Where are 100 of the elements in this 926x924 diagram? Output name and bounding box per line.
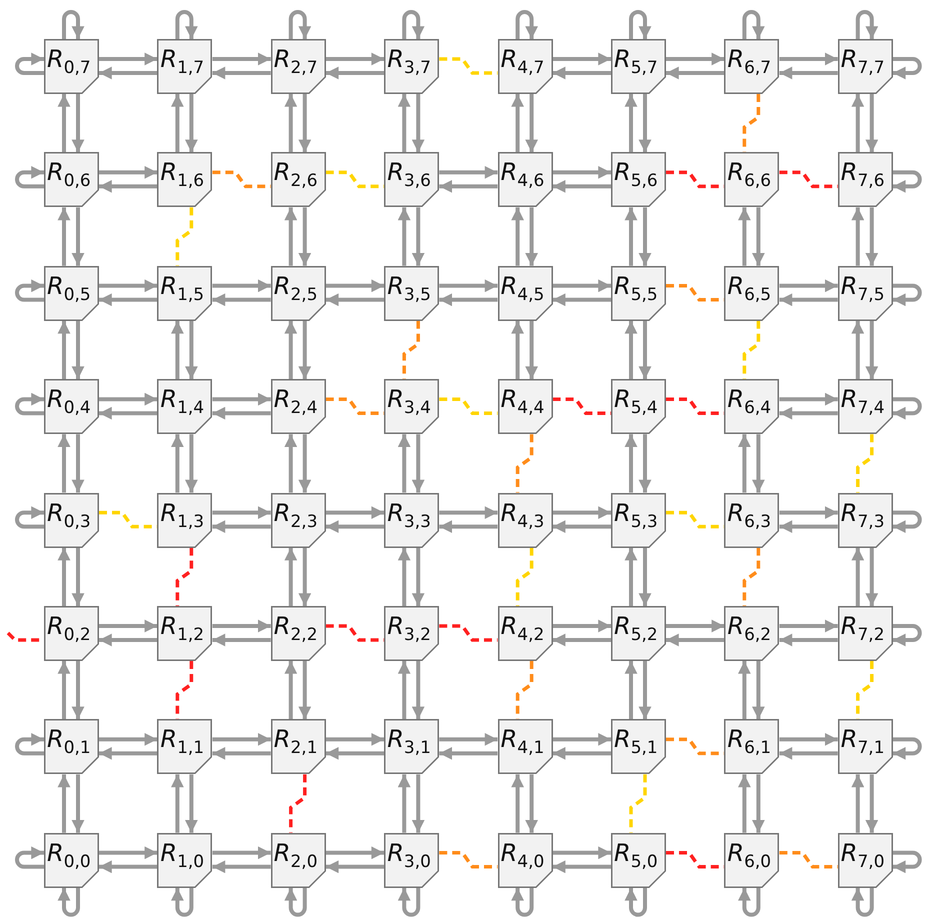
arrow (439, 733, 498, 746)
node-box (157, 39, 212, 94)
arrow (185, 774, 198, 833)
arrow (525, 774, 538, 833)
node-label: R$_{2,0}$ (274, 838, 318, 867)
arrow (552, 846, 611, 860)
node-box (384, 606, 440, 661)
node-box (270, 266, 326, 321)
arrow (398, 207, 411, 266)
node-label: R$_{3,6}$ (387, 158, 431, 186)
arrow (552, 860, 611, 874)
arrow (171, 774, 184, 833)
arrow (284, 320, 298, 380)
node-box (384, 719, 440, 774)
arrow (851, 207, 864, 266)
arrow (412, 207, 425, 266)
arrow (779, 279, 838, 292)
dashed-link (516, 548, 534, 606)
node-label: R$_{2,1}$ (274, 725, 318, 754)
node-box (44, 606, 99, 661)
node-box (270, 832, 326, 888)
arrow (72, 661, 84, 720)
node-box (611, 152, 666, 208)
arrow (171, 320, 184, 380)
node-box (157, 379, 212, 434)
arrow (552, 747, 611, 760)
loop-arrow (516, 10, 538, 39)
node-label: R$_{5,0}$ (614, 838, 658, 867)
arrow (552, 293, 611, 306)
arrow (58, 774, 70, 833)
arrow (865, 94, 878, 152)
node-label: R$_{6,6}$ (727, 158, 772, 186)
node-label: R$_{0,1}$ (47, 725, 91, 754)
node-label: R$_{5,5}$ (614, 272, 658, 300)
arrow (99, 620, 158, 632)
node-box (838, 832, 893, 888)
arrow (638, 207, 652, 266)
node-box (724, 606, 780, 661)
node-box (611, 39, 666, 94)
arrow (511, 320, 524, 380)
arrow (511, 774, 524, 833)
node-label: R$_{1,0}$ (160, 838, 204, 867)
node-label: R$_{4,7}$ (500, 45, 544, 73)
node-box (838, 152, 893, 208)
arrow (412, 434, 425, 493)
node-box (384, 379, 440, 434)
arrow (99, 52, 158, 66)
loop-arrow (892, 170, 922, 193)
node-label: R$_{5,1}$ (614, 725, 658, 754)
node-box (44, 266, 99, 321)
dashed-link (742, 548, 760, 606)
arrow (72, 774, 84, 833)
arrow (298, 320, 312, 380)
node-label: R$_{6,5}$ (727, 272, 772, 300)
arrow (298, 94, 312, 152)
node-box (838, 39, 893, 94)
arrow (398, 548, 411, 606)
arrow (326, 860, 384, 874)
arrow (212, 52, 271, 66)
loop-arrow (15, 279, 44, 302)
arrow (779, 293, 838, 306)
arrow (752, 434, 765, 493)
arrow (326, 52, 384, 66)
node-label: R$_{4,6}$ (500, 158, 544, 186)
arrow (851, 548, 864, 606)
node-label: R$_{3,3}$ (387, 498, 431, 527)
arrow (398, 774, 411, 833)
arrow (298, 661, 312, 720)
node-label: R$_{4,2}$ (500, 612, 544, 640)
arrow (412, 661, 425, 720)
arrow (58, 320, 70, 380)
arrow (326, 520, 384, 533)
node-box (498, 152, 553, 208)
node-box (270, 152, 326, 208)
node-box (838, 606, 893, 661)
arrow (298, 207, 312, 266)
arrow (552, 66, 611, 80)
arrow (412, 94, 425, 152)
arrow (552, 52, 611, 66)
node-box (724, 39, 780, 94)
node-box (724, 832, 780, 888)
arrow (58, 661, 70, 720)
node-box (270, 39, 326, 94)
node-box (724, 492, 780, 548)
node-label: R$_{2,7}$ (274, 45, 318, 73)
node-box (838, 492, 893, 548)
arrow (72, 320, 84, 380)
dashed-link (289, 774, 307, 833)
arrow (666, 634, 724, 646)
node-label: R$_{7,0}$ (840, 838, 885, 867)
arrow (552, 520, 611, 533)
node-label: R$_{3,4}$ (387, 385, 431, 414)
node-box (498, 39, 553, 94)
arrow (326, 293, 384, 306)
arrow (851, 320, 864, 380)
arrow (298, 548, 312, 606)
node-label: R$_{6,0}$ (727, 838, 772, 867)
arrow (99, 860, 158, 874)
arrow (58, 548, 70, 606)
node-box (44, 832, 99, 888)
